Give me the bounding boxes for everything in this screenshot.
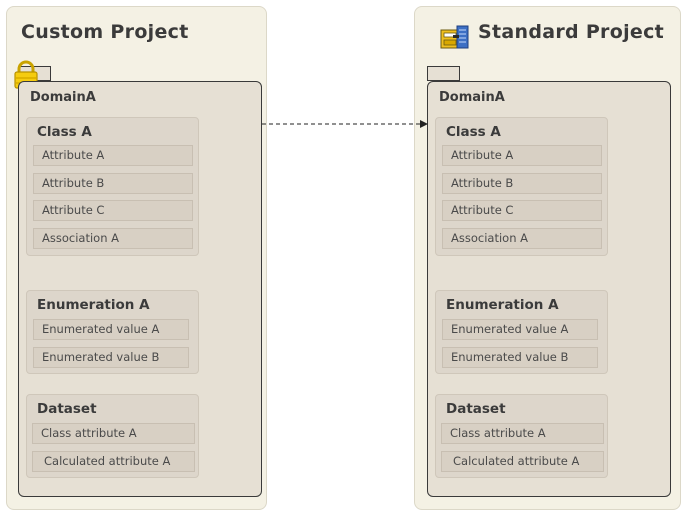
custom-class-title: Class A bbox=[37, 124, 92, 140]
custom-project-title: Custom Project bbox=[21, 21, 189, 43]
standard-class-row[interactable]: Attribute B bbox=[442, 173, 602, 194]
standard-domain-tab bbox=[427, 66, 460, 81]
custom-domain-title: DomainA bbox=[30, 90, 96, 105]
custom-dataset-row[interactable]: Class attribute A bbox=[32, 423, 195, 444]
custom-enum-row[interactable]: Enumerated value A bbox=[33, 319, 189, 340]
custom-dataset-card[interactable]: Dataset Class attribute A Calculated att… bbox=[26, 394, 199, 478]
standard-class-row[interactable]: Attribute C bbox=[442, 200, 602, 221]
standard-dataset-row[interactable]: Class attribute A bbox=[441, 423, 604, 444]
custom-dataset-row[interactable]: Calculated attribute A bbox=[32, 451, 195, 472]
standard-enum-row[interactable]: Enumerated value A bbox=[442, 319, 598, 340]
standard-enum-row[interactable]: Enumerated value B bbox=[442, 347, 598, 368]
standard-dataset-title: Dataset bbox=[446, 401, 506, 417]
standard-dataset-card[interactable]: Dataset Class attribute A Calculated att… bbox=[435, 394, 608, 478]
archive-package-icon bbox=[439, 24, 471, 56]
custom-class-row[interactable]: Attribute B bbox=[33, 173, 193, 194]
custom-dataset-title: Dataset bbox=[37, 401, 97, 417]
custom-enum-card[interactable]: Enumeration A Enumerated value A Enumera… bbox=[26, 290, 199, 374]
standard-class-title: Class A bbox=[446, 124, 501, 140]
custom-domain-box[interactable]: DomainA Class A Attribute A Attribute B … bbox=[18, 81, 262, 497]
standard-project-title: Standard Project bbox=[478, 21, 665, 43]
standard-class-row[interactable]: Attribute A bbox=[442, 145, 602, 166]
standard-enum-title: Enumeration A bbox=[446, 297, 559, 313]
custom-enum-row[interactable]: Enumerated value B bbox=[33, 347, 189, 368]
custom-class-row[interactable]: Attribute A bbox=[33, 145, 193, 166]
custom-enum-title: Enumeration A bbox=[37, 297, 150, 313]
custom-class-card[interactable]: Class A Attribute A Attribute B Attribut… bbox=[26, 117, 199, 256]
custom-class-row[interactable]: Attribute C bbox=[33, 200, 193, 221]
standard-class-row[interactable]: Association A bbox=[442, 228, 602, 249]
standard-enum-card[interactable]: Enumeration A Enumerated value A Enumera… bbox=[435, 290, 608, 374]
standard-domain-title: DomainA bbox=[439, 90, 505, 105]
standard-domain-box[interactable]: DomainA Class A Attribute A Attribute B … bbox=[427, 81, 671, 497]
standard-class-card[interactable]: Class A Attribute A Attribute B Attribut… bbox=[435, 117, 608, 256]
custom-class-row[interactable]: Association A bbox=[33, 228, 193, 249]
standard-dataset-row[interactable]: Calculated attribute A bbox=[441, 451, 604, 472]
